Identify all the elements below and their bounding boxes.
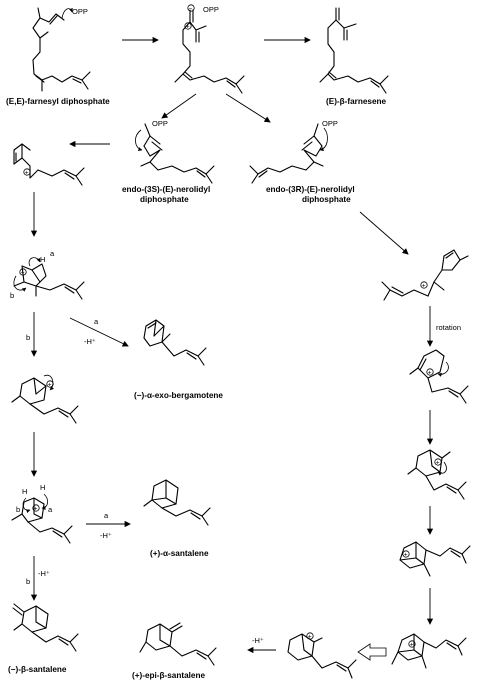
right-cation-5-structure: + (391, 633, 467, 669)
beta-santalene-structure (12, 603, 79, 652)
arrow-to-bergamotene (69, 317, 129, 347)
svg-text:-H⁺: -H⁺ (38, 569, 50, 578)
epi-beta-santalene-label: (+)-epi-β-santalene (132, 671, 205, 680)
svg-text:+: + (410, 642, 414, 649)
bicyclic-cation-structure: a H b + (10, 249, 85, 300)
nerolidyl-3r-label-line1: endo-(3R)-(E)-nerolidyl (266, 185, 355, 194)
svg-text:OPP: OPP (203, 5, 219, 14)
svg-text:−: − (189, 6, 193, 13)
svg-text:OPP: OPP (152, 119, 168, 128)
svg-text:b: b (10, 291, 14, 300)
svg-text:+: + (186, 24, 190, 31)
alpha-santalene-label: (+)-α-santalene (150, 549, 209, 558)
svg-text:a: a (50, 249, 55, 258)
santalyl-cation-structure: H H b a + (11, 483, 73, 544)
right-cation-4-structure: + (399, 541, 471, 577)
svg-text:+: + (428, 370, 432, 377)
arrow-to-3s (161, 93, 197, 119)
arrow-3r-to-cation (359, 211, 409, 255)
svg-text:a: a (94, 317, 99, 326)
allylic-cation-structure: − OPP + (174, 4, 245, 94)
svg-text:b: b (26, 577, 30, 586)
svg-text:H: H (22, 487, 27, 496)
svg-text:-H⁺: -H⁺ (84, 337, 96, 346)
svg-text:-H⁺: -H⁺ (252, 636, 264, 645)
opp-label: OPP (72, 7, 88, 16)
rotation-label: rotation (436, 323, 461, 332)
svg-text:H: H (40, 483, 45, 492)
farnesyl-diphosphate-label: (E,E)-farnesyl diphosphate (6, 97, 110, 106)
beta-santalene-label: (−)-β-santalene (8, 665, 67, 674)
nerolidyl-3s-label-line1: endo-(3S)-(E)-nerolidyl (122, 185, 210, 194)
right-cation-2-structure: + (409, 349, 469, 404)
nerolidyl-3s-structure: OPP (135, 119, 215, 184)
farnesyl-diphosphate-structure: OPP (32, 7, 91, 92)
svg-text:+: + (422, 283, 426, 290)
svg-text:+: + (21, 270, 25, 277)
cyclohexenyl-cation-structure: + (13, 143, 85, 186)
epi-cation-structure: + (287, 632, 357, 679)
nerolidyl-3r-structure: OPP (249, 119, 338, 184)
svg-text:+: + (25, 170, 29, 177)
svg-text:+: + (404, 552, 408, 559)
svg-text:a: a (104, 511, 109, 520)
hollow-arrow (357, 643, 387, 661)
svg-text:a: a (48, 505, 53, 514)
svg-text:+: + (308, 634, 312, 641)
svg-text:b: b (26, 333, 30, 342)
svg-text:-H⁺: -H⁺ (100, 531, 112, 540)
tricyclic-cation-structure: + (11, 374, 79, 424)
svg-text:+: + (48, 382, 52, 389)
bergamotene-label: (−)-α-exo-bergamotene (134, 391, 223, 400)
nerolidyl-3s-label-line2: diphosphate (140, 195, 189, 204)
svg-text:b: b (16, 505, 20, 514)
svg-text:+: + (436, 460, 440, 467)
arrow-to-3r (225, 93, 271, 123)
epi-beta-santalene-structure (139, 622, 217, 666)
right-cation-3-structure: + (407, 449, 467, 500)
right-cation-1-structure: + (381, 249, 469, 301)
alpha-santalene-structure (143, 479, 211, 526)
farnesene-structure (319, 7, 389, 94)
svg-text:+: + (34, 506, 38, 513)
svg-text:OPP: OPP (322, 119, 338, 128)
nerolidyl-3r-label-line2: diphosphate (302, 195, 351, 204)
farnesene-label: (E)-β-farnesene (326, 97, 386, 106)
bergamotene-structure (143, 319, 207, 366)
svg-text:H: H (40, 255, 45, 264)
